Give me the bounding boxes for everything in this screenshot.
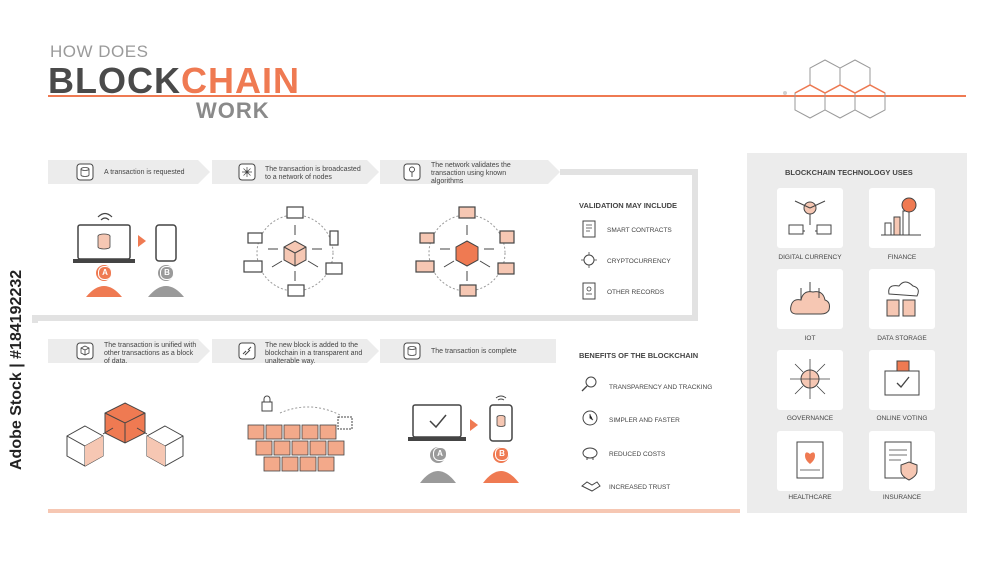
- watermark-id: Adobe Stock | #184192232: [8, 269, 25, 470]
- governance-icon: [790, 359, 830, 399]
- use-tile-data-storage: [869, 269, 935, 329]
- step-1-text: A transaction is requested: [104, 169, 185, 176]
- piggy-bank-icon: [582, 447, 598, 460]
- badge-b: B: [160, 266, 174, 280]
- digital-currency-icon: [788, 200, 832, 235]
- benefits-title: BENEFITS OF THE BLOCKCHAIN: [579, 351, 699, 360]
- records-icon: [582, 282, 596, 300]
- use-label-2: FINANCE: [887, 254, 917, 261]
- database-icon: [76, 163, 94, 181]
- step-4-banner: [48, 339, 198, 363]
- data-storage-icon: [886, 281, 919, 317]
- finance-icon: [881, 197, 921, 236]
- validation-item-1: SMART CONTRACTS: [607, 227, 672, 234]
- benefit-item-1: TRANSPARENCY AND TRACKING: [609, 384, 713, 391]
- cube-icon: [76, 342, 94, 360]
- key-icon: [403, 163, 421, 181]
- contract-icon: [582, 220, 596, 238]
- use-label-6: ONLINE VOTING: [876, 415, 928, 422]
- complete-illustration: [408, 395, 519, 483]
- step-2-arrow-icon: [367, 160, 379, 184]
- online-voting-icon: [884, 360, 920, 396]
- title-pre: HOW DOES: [50, 42, 149, 61]
- blockchain-add-illustration: [247, 395, 353, 472]
- title-post: WORK: [196, 98, 270, 123]
- step-1-arrow-icon: [198, 160, 210, 184]
- validation-item-3: OTHER RECORDS: [607, 289, 665, 296]
- healthcare-icon: [796, 441, 824, 479]
- step-5-banner: [212, 339, 367, 363]
- network-icon: [238, 163, 256, 181]
- tracking-icon: [581, 376, 597, 392]
- validation-illustration: [415, 206, 515, 297]
- use-label-7: HEALTHCARE: [788, 494, 832, 501]
- unify-block-illustration: [66, 402, 184, 467]
- use-label-8: INSURANCE: [882, 494, 922, 501]
- step-1-banner: [48, 160, 198, 184]
- validation-title: VALIDATION MAY INCLUDE: [579, 201, 678, 210]
- header-rule: [48, 95, 966, 97]
- step-6-text: The transaction is complete: [431, 348, 517, 355]
- step-5-arrow-icon: [367, 339, 379, 363]
- step-5-text: The new block is added to the blockchain…: [265, 342, 363, 365]
- page-title: BLOCKCHAIN: [48, 60, 300, 102]
- use-label-4: DATA STORAGE: [877, 335, 927, 342]
- use-tile-finance: [869, 188, 935, 248]
- step-2-banner: [212, 160, 367, 184]
- chain-link-icon: [238, 342, 256, 360]
- request-illustration: [73, 212, 184, 297]
- database-icon-2: [403, 342, 421, 360]
- benefit-item-4: INCREASED TRUST: [609, 484, 671, 491]
- title-block: BLOCK: [48, 60, 181, 101]
- broadcast-illustration: [243, 206, 343, 297]
- step-3-text: The network validates the transaction us…: [431, 162, 511, 185]
- step-2-text: The transaction is broadcasted to a netw…: [265, 166, 361, 181]
- benefit-item-2: SIMPLER AND FASTER: [609, 417, 680, 424]
- flow-connector: [32, 169, 698, 323]
- badge-a-2: A: [433, 447, 447, 461]
- iot-icon: [790, 282, 830, 315]
- step-4-arrow-icon: [198, 339, 210, 363]
- title-chain: CHAIN: [181, 60, 300, 101]
- uses-title: BLOCKCHAIN TECHNOLOGY USES: [785, 168, 913, 177]
- benefit-item-3: REDUCED COSTS: [609, 451, 666, 458]
- clock-icon: [582, 410, 598, 426]
- step-3-arrow-icon: [548, 160, 560, 184]
- crypto-icon: [581, 252, 597, 268]
- cubes-decoration-icon: [783, 59, 886, 119]
- badge-a: A: [98, 266, 112, 280]
- bottom-accent-bar: [48, 509, 740, 513]
- use-label-3: IOT: [804, 335, 816, 342]
- use-label-1: DIGITAL CURRENCY: [778, 254, 842, 261]
- use-label-5: GOVERNANCE: [786, 415, 834, 422]
- step-4-text: The transaction is unified with other tr…: [104, 342, 197, 365]
- badge-b-2: B: [495, 447, 509, 461]
- insurance-icon: [884, 441, 918, 481]
- handshake-icon: [581, 481, 601, 492]
- validation-item-2: CRYPTOCURRENCY: [607, 258, 671, 265]
